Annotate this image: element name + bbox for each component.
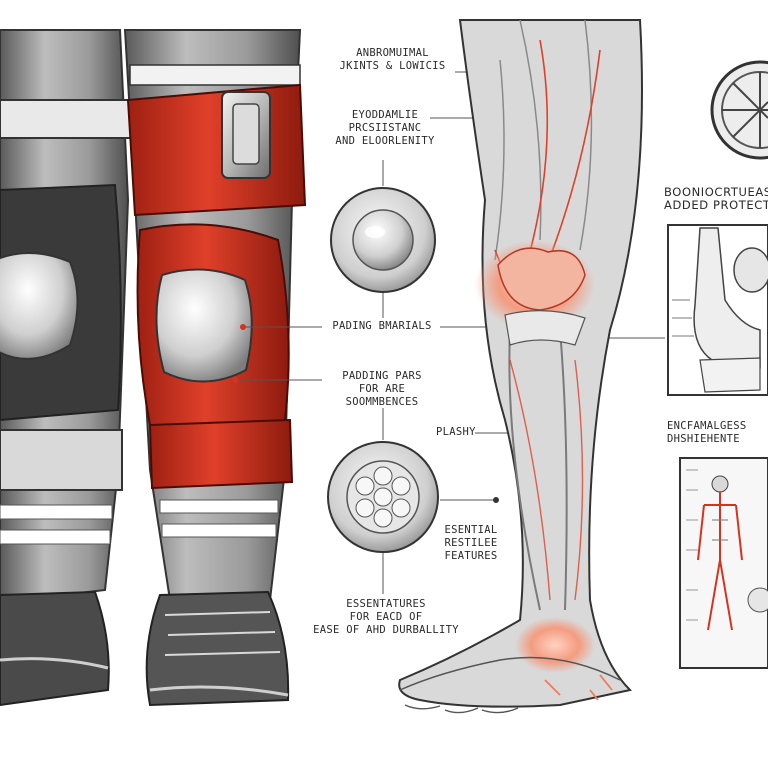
label-resilience: ESENTIAL RESTILEE FEATURES	[426, 524, 516, 563]
knee-joint	[497, 247, 586, 311]
shin-velcro-strap	[148, 418, 294, 490]
label-line: PRCSIISTANC	[348, 122, 422, 134]
label-line: EASE OF AHD DURBALLITY	[313, 624, 459, 636]
wheel-emblem	[710, 60, 768, 160]
label-line: ESENTIAL	[444, 524, 498, 536]
knee-bone-panel	[667, 224, 768, 396]
ankle-joint-glow	[515, 617, 595, 673]
label-line: SOOMMBENCES	[345, 396, 419, 408]
honeycomb-pad-disc	[327, 441, 439, 553]
right-leg	[123, 29, 307, 707]
label-padding-materials: PADING BMARIALS	[322, 320, 442, 333]
label-durability: ESSENTATURES FOR EACD OF EASE OF AHD DUR…	[300, 598, 472, 637]
right-knee-cap	[155, 268, 253, 383]
label-added-protection: BOONIOCRTUEAS FOR ADDED PROTECTION	[664, 186, 768, 212]
left-leg	[0, 29, 133, 707]
right-shoe	[145, 590, 290, 707]
dome-pad-disc	[330, 187, 436, 293]
label-line: FOR EACD OF	[349, 611, 423, 623]
left-knee-cap	[0, 251, 79, 360]
label-padding-parts: PADDING PARS FOR ARE SOOMMBENCES	[322, 370, 442, 409]
thigh-strap	[0, 99, 133, 139]
label-line: ESSENTATURES	[346, 598, 426, 610]
label-line: RESTILEE	[444, 537, 498, 549]
label-line: AND ELOORLENITY	[335, 135, 435, 147]
label-line: JKINTS & LOWICIS	[339, 60, 446, 72]
label-line: ANBROMUIMAL	[356, 47, 429, 59]
label-line: PADING BMARIALS	[332, 320, 432, 332]
anatomical-leg	[398, 19, 643, 714]
label-flashy: PLASHY	[436, 426, 476, 439]
thigh-velcro-strap	[126, 83, 307, 217]
left-shin-strap	[0, 429, 123, 491]
label-line: ENCFAMALGESS	[667, 420, 747, 432]
label-resistance: EYODDAMLIE PRCSIISTANC AND ELOORLENITY	[326, 109, 444, 148]
label-line: FEATURES	[444, 550, 498, 562]
label-advantages: ENCFAMALGESS DHSHIEHENTE	[667, 420, 746, 446]
body-chart-panel	[679, 457, 768, 669]
left-shoe	[0, 590, 110, 707]
label-line: ADDED PROTECTION	[664, 198, 768, 212]
label-line: DHSHIEHENTE	[667, 433, 740, 445]
label-line: FOR ARE	[358, 383, 406, 395]
label-line: PADDING PARS	[342, 370, 422, 382]
label-line: PLASHY	[436, 426, 476, 438]
label-line: EYODDAMLIE	[351, 109, 419, 121]
label-anatomical-joints: ANBROMUIMAL JKINTS & LOWICIS	[335, 47, 450, 73]
label-line: BOONIOCRTUEAS FOR	[664, 185, 768, 199]
